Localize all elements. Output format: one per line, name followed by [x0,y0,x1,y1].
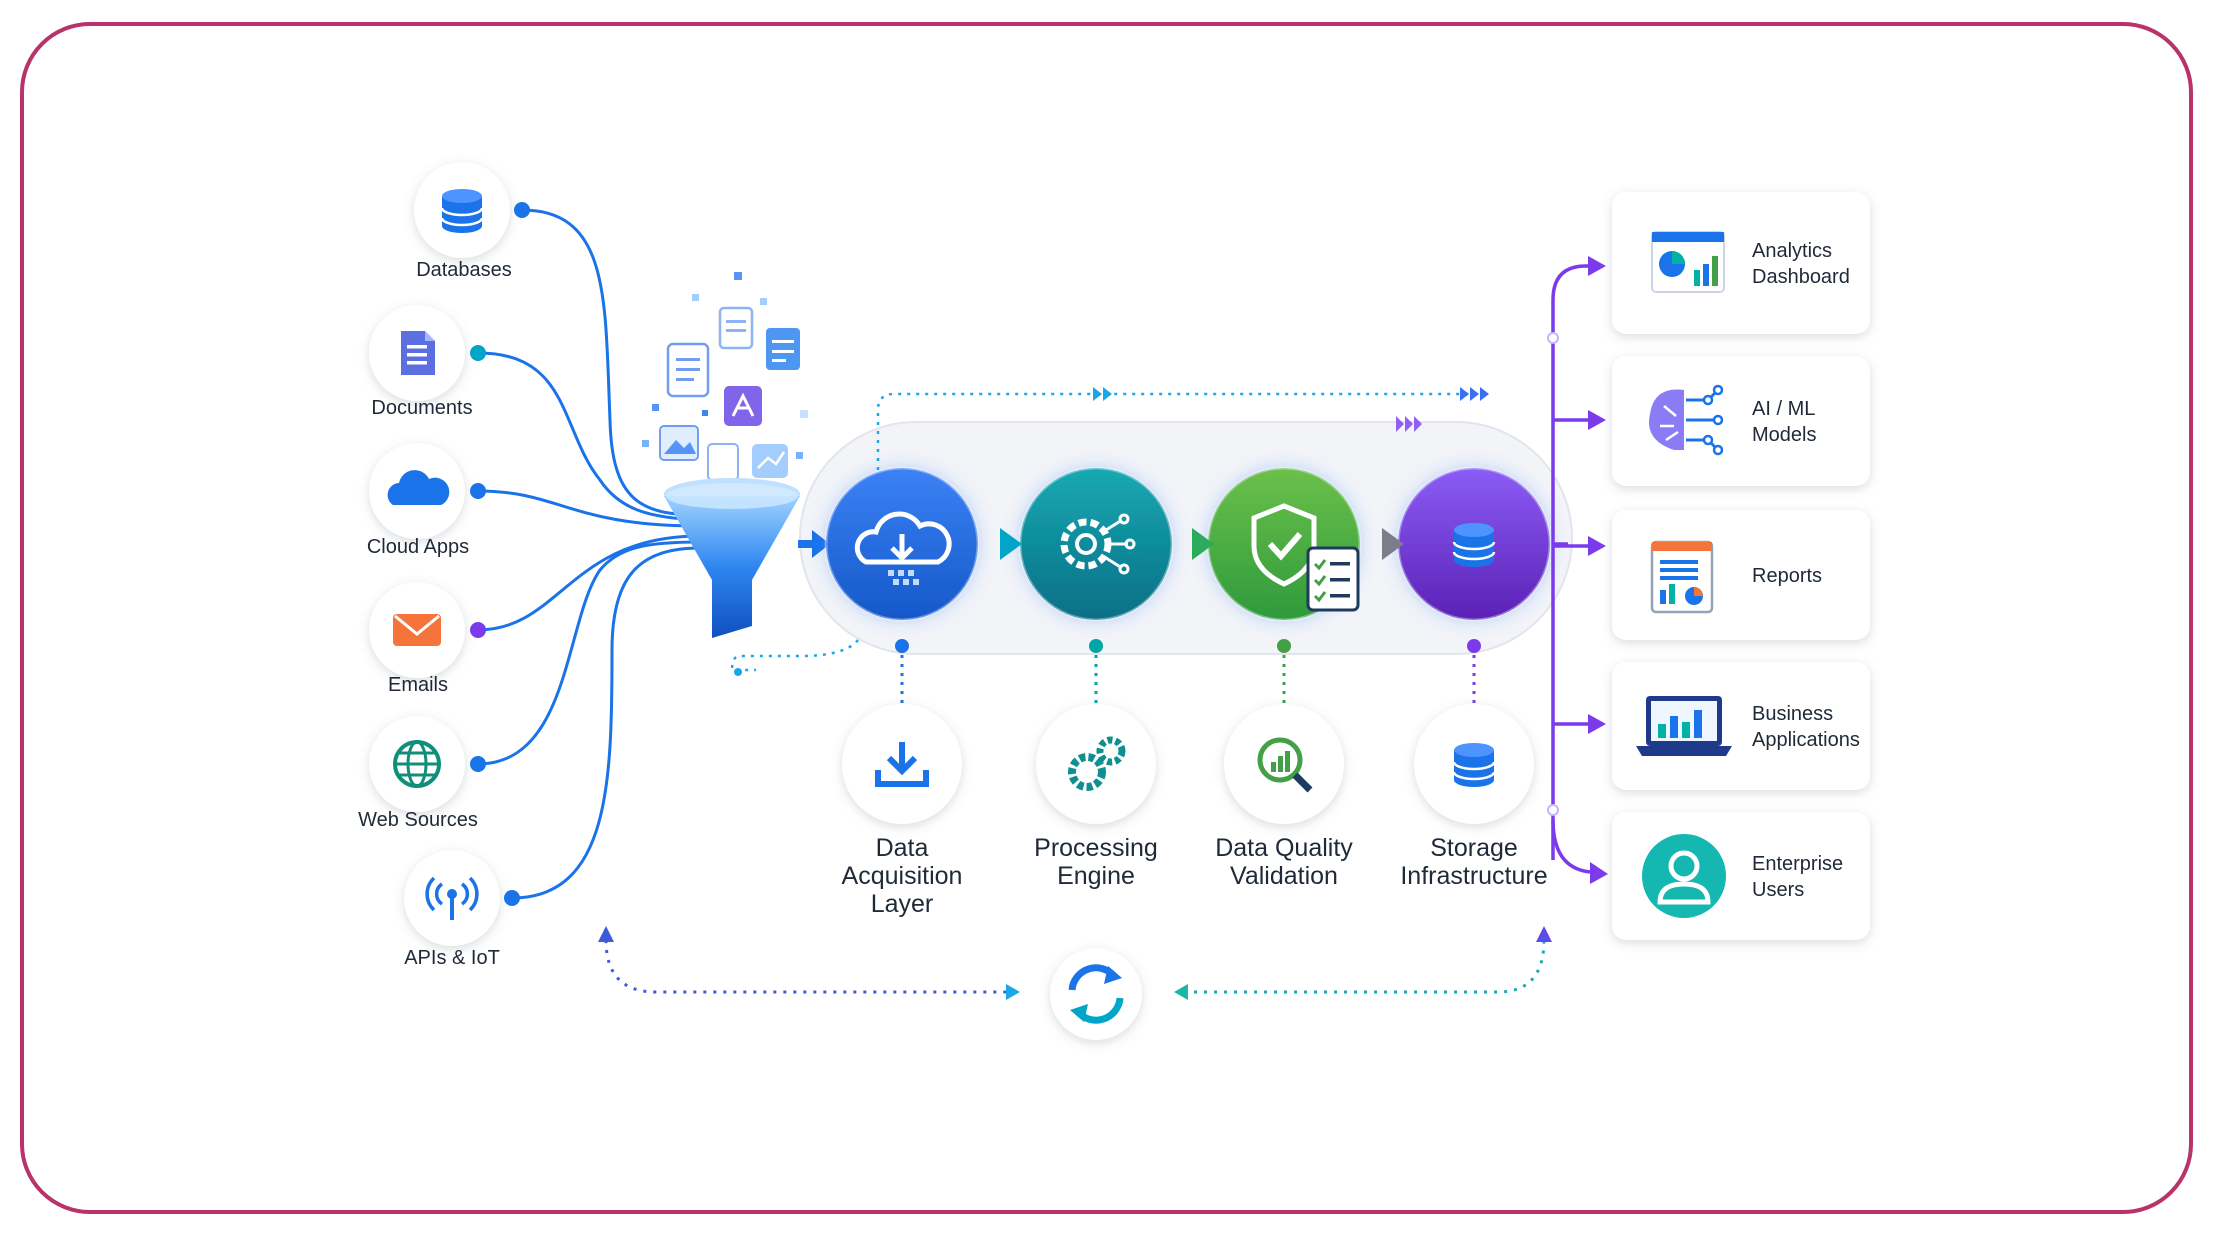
gears-icon [1068,736,1126,791]
output-card-bg [1612,662,1870,790]
cloud-icon [387,470,450,505]
source-label: APIs & IoT [404,947,500,969]
report-icon [1650,540,1714,614]
source-label: Databases [416,259,512,281]
document-icon [401,331,435,375]
output-card: Reports [1612,510,1870,640]
source-item: APIs & IoT [404,850,500,969]
user-icon [1642,834,1726,918]
label-line: Reports [1752,565,1822,587]
label-line: Layer [871,890,934,918]
source-label: Web Sources [358,809,478,831]
label-line: Data Quality [1215,834,1353,862]
output-card-bg [1612,356,1870,486]
stage-node [1396,466,1552,622]
label-line: Enterprise [1752,853,1843,875]
label-line: Applications [1752,729,1860,751]
shield-check-icon [1251,503,1360,612]
magnifier-chart-icon [1257,737,1313,793]
label-line: Business [1752,703,1833,725]
download-icon [875,742,929,787]
source-label: Emails [388,674,448,696]
label-line: Processing [1034,834,1158,862]
label-line: Users [1752,879,1804,901]
stage-node [824,466,980,622]
output-card-bg [1612,510,1870,640]
label-line: Infrastructure [1400,862,1547,890]
label-line: Storage [1430,834,1518,862]
label-line: Validation [1230,862,1338,890]
source-item: Emails [369,582,465,696]
label-line: Data [876,834,929,862]
cloud-download-icon [854,511,952,585]
source-item: Web Sources [358,716,478,831]
funnel-icon [664,478,800,638]
source-label: Cloud Apps [367,536,469,558]
database-icon [1452,743,1496,787]
source-label: Documents [371,397,472,419]
label-line: Analytics [1752,240,1832,262]
label-line: Engine [1057,862,1135,890]
label-line: Dashboard [1752,266,1850,288]
globe-icon [393,740,441,788]
stage-node [1206,466,1362,622]
output-card-bg [1612,192,1870,334]
laptop-chart-icon [1636,696,1732,756]
label-line: Acquisition [842,862,963,890]
gear-circuit-icon [1060,513,1136,575]
database-icon [1452,523,1496,567]
sync-icon [1050,948,1142,1040]
stage-node [1018,466,1174,622]
source-item: Databases [414,162,512,281]
source-item: Documents [369,305,473,419]
source-item: Cloud Apps [367,443,469,558]
dashboard-icon [1651,231,1725,293]
database-icon [440,189,484,233]
output-card: AI / ML Models [1612,356,1870,486]
email-icon [393,614,441,646]
label-line: AI / ML [1752,398,1815,420]
antenna-icon [425,876,479,920]
label-line: Models [1752,424,1816,446]
brain-circuit-icon [1649,384,1724,456]
